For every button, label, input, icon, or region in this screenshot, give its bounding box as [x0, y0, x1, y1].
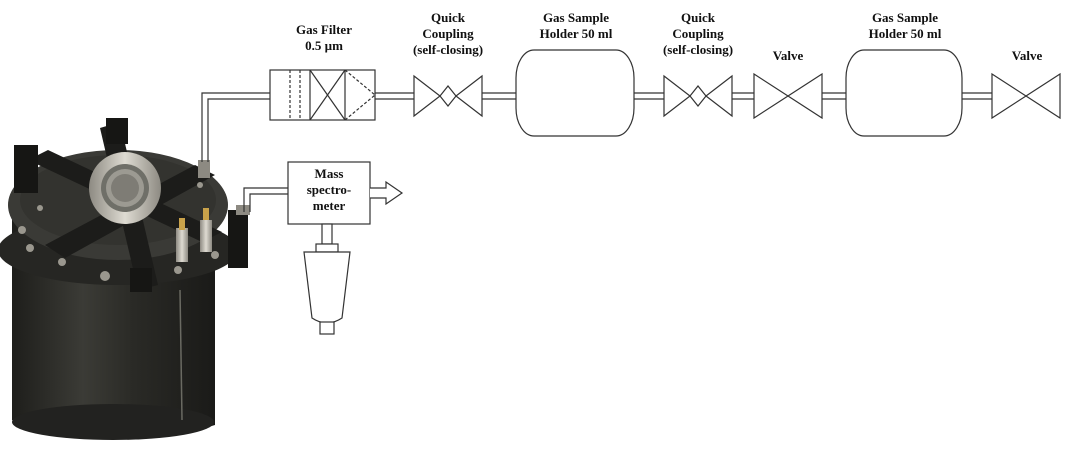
mass-spectrometer-unit	[287, 161, 404, 335]
gas-sample-holder-2-label: Gas Sample Holder 50 ml	[869, 10, 942, 42]
gas-line-main	[201, 92, 992, 162]
exhaust-arrow	[370, 180, 404, 206]
clamp-block-right	[228, 210, 248, 268]
vessel-outlet-top	[198, 160, 210, 178]
gas-sample-holder-2-label-line1: Gas Sample	[871, 10, 939, 25]
gas-filter-label-line1: Gas Filter	[296, 22, 352, 37]
clamp-block-bottom	[130, 268, 152, 292]
pressure-vessel	[0, 118, 250, 440]
quick-coupling-1-label: Quick Coupling (self-closing)	[413, 10, 483, 58]
spectrometer-tip	[319, 321, 335, 335]
gas-sample-holder-2-vessel	[845, 49, 963, 137]
quick-coupling-1-label-line1: Quick	[431, 10, 465, 25]
quick-coupling-1-label-line2: Coupling	[422, 26, 474, 41]
spectrometer-neck	[321, 223, 333, 245]
gas-line-mass-spec	[243, 187, 288, 212]
gas-sample-holder-1-label-line2: Holder 50 ml	[539, 26, 613, 41]
gas-filter	[269, 69, 376, 121]
valve-2-symbol	[991, 72, 1061, 120]
quick-coupling-2-symbol	[663, 74, 733, 118]
quick-coupling-2-label-line1: Quick	[681, 10, 715, 25]
gas-filter-label: Gas Filter 0.5 µm	[296, 22, 352, 54]
vessel-bottom-rim	[12, 404, 214, 440]
valve-2-label: Valve	[1011, 48, 1043, 63]
quick-coupling-2-label: Quick Coupling (self-closing)	[663, 10, 733, 58]
mass-spectrometer-label: Mass spectro- meter	[307, 166, 352, 214]
clamp-block-top	[106, 118, 128, 144]
mass-spectrometer-label-line2: spectro-	[306, 182, 352, 197]
quick-coupling-2-label-line3: (self-closing)	[662, 42, 734, 57]
gas-sample-holder-1-vessel	[515, 49, 635, 137]
quick-coupling-2-label-line2: Coupling	[672, 26, 724, 41]
mass-spectrometer-label-line1: Mass	[314, 166, 344, 181]
valve-1-label: Valve	[772, 48, 804, 63]
gas-sample-holder-2-label-line2: Holder 50 ml	[868, 26, 942, 41]
quick-coupling-1-symbol	[413, 74, 483, 118]
mass-spectrometer-label-line3: meter	[312, 198, 346, 213]
vessel-seam	[179, 289, 183, 421]
vessel-outlet-side	[236, 205, 250, 215]
quick-coupling-1-label-line3: (self-closing)	[412, 42, 484, 57]
spectrometer-collar	[315, 243, 339, 253]
clamp-block-left	[14, 145, 38, 193]
gas-sample-holder-1-label-line1: Gas Sample	[542, 10, 610, 25]
gas-filter-label-line2: 0.5 µm	[305, 38, 343, 53]
valve-1-symbol	[753, 72, 823, 120]
gas-sample-holder-1-label: Gas Sample Holder 50 ml	[540, 10, 613, 42]
gas-fitting-left	[176, 218, 188, 262]
mass-spectrometer-box	[287, 161, 371, 225]
spectrometer-cone	[303, 251, 351, 324]
viewport-window	[89, 152, 161, 224]
gas-fitting-right	[200, 208, 212, 252]
